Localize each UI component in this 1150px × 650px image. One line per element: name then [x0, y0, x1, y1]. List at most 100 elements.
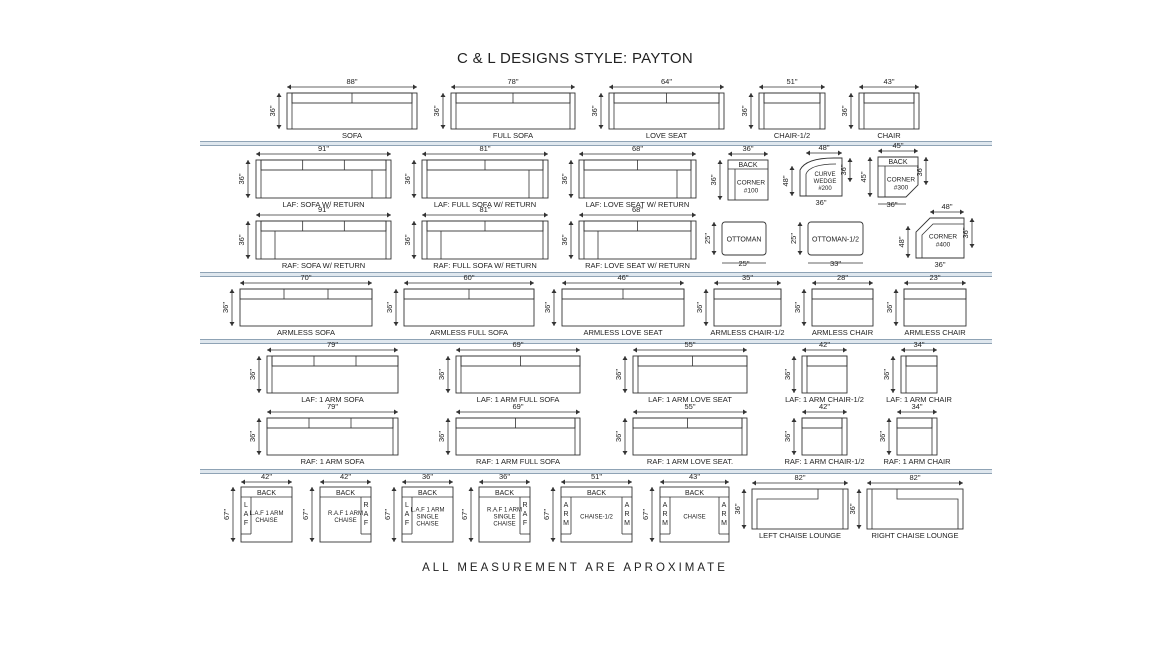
depth-label: 36"	[403, 173, 412, 184]
back-label: BACK	[495, 490, 514, 497]
chaise-outline	[401, 486, 454, 543]
piece-name: LAF: 1 ARM CHAIR	[886, 395, 952, 404]
back-label: BACK	[418, 490, 437, 497]
side-label: A	[663, 502, 668, 509]
width-label: 48"	[818, 143, 829, 152]
depth-label: 36"	[590, 105, 599, 116]
chaise-outline	[478, 486, 531, 543]
width-label: 55"	[684, 402, 695, 411]
side-label: R	[563, 511, 568, 518]
depth-label: 36"	[783, 431, 792, 442]
depth-label: 36"	[793, 302, 802, 313]
depth-label: 67"	[383, 509, 392, 520]
side-label: F	[364, 520, 368, 527]
width-label: 55"	[684, 340, 695, 349]
width-label: 69"	[512, 402, 523, 411]
chaise-label: CHAISE	[255, 518, 277, 524]
piece-name: ARMLESS CHAIR	[904, 328, 966, 337]
width-label: 81"	[479, 144, 490, 153]
depth-label: 36"	[248, 431, 257, 442]
depth-label: 36"	[733, 503, 742, 514]
sofa-outline	[632, 417, 748, 456]
piece-name: FULL SOFA	[493, 131, 533, 140]
lounge-back	[896, 489, 959, 529]
corner-outline	[915, 217, 965, 259]
sofa-outline	[266, 417, 399, 456]
depth-label: 67"	[641, 509, 650, 520]
arrowhead	[411, 221, 417, 259]
sofa-outline	[239, 288, 373, 327]
back-cushions	[713, 288, 782, 300]
piece-name: LAF: 1 ARM CHAIR-1/2	[785, 395, 864, 404]
depth-label: 25"	[789, 233, 798, 244]
piece-name: CHAIR	[877, 131, 901, 140]
piece-raf-1-arm-love-seat: 55"36"RAF: 1 ARM LOVE SEAT.	[614, 402, 748, 466]
back-cushions	[271, 355, 399, 367]
arrowhead	[728, 151, 768, 157]
width-label: 35"	[742, 273, 753, 282]
depth-label: 36"	[432, 105, 441, 116]
piece-name: CHAIR-1/2	[774, 131, 810, 140]
arrowhead	[229, 289, 235, 326]
side-label: A	[523, 511, 528, 518]
back-cushions	[260, 159, 387, 171]
width-label: 48"	[941, 202, 952, 211]
chaise-label: SINGLE	[416, 515, 438, 521]
back-cushions	[806, 355, 848, 367]
arrowhead	[886, 418, 892, 455]
piece-armless-sofa: 70"36"ARMLESS SOFA	[221, 273, 373, 337]
depth-label: 36"	[740, 105, 749, 116]
width-label: 36"	[742, 144, 753, 153]
width-label: 82"	[794, 473, 805, 482]
depth-label: 48"	[781, 175, 790, 186]
piece-armless-chair-1-2: 35"36"ARMLESS CHAIR-1/2	[695, 273, 785, 337]
back-label: BACK	[738, 162, 757, 169]
width-label: 23"	[929, 273, 940, 282]
width-label: 34"	[911, 402, 922, 411]
arrowhead	[256, 418, 262, 455]
back-label: BACK	[587, 490, 606, 497]
piece-raf-full-sofa-w-return: 81"36"RAF: FULL SOFA W/ RETURN	[403, 205, 549, 270]
width-label: 46"	[617, 273, 628, 282]
depth-label: 67"	[222, 509, 231, 520]
lounge-outline	[866, 488, 964, 530]
width-label: 69"	[512, 340, 523, 349]
piece-name: OTTOMAN	[727, 237, 762, 244]
page-title: C & L DESIGNS STYLE: PAYTON	[457, 50, 693, 67]
side-label: L	[405, 502, 409, 509]
depth-label: 36"	[237, 173, 246, 184]
bottom-label: 36"	[815, 198, 826, 207]
width-label: 81"	[479, 205, 490, 214]
width-label: 51"	[786, 77, 797, 86]
depth-label: 36"	[543, 302, 552, 313]
piece-name: RAF: 1 ARM LOVE SEAT.	[647, 457, 733, 466]
corner-back	[921, 223, 964, 258]
arrowhead	[878, 148, 918, 154]
piece-name: RAF: 1 ARM CHAIR	[883, 457, 951, 466]
piece-laf-full-sofa-w-return: 81"36"LAF: FULL SOFA W/ RETURN	[403, 144, 549, 209]
sofa-outline	[455, 355, 581, 394]
width-label: 79"	[327, 402, 338, 411]
piece-laf-1-arm-chair: 34"36"LAF: 1 ARM CHAIR	[882, 340, 953, 404]
corner-label: #300	[894, 184, 909, 191]
back-cushions	[905, 355, 938, 367]
width-label: 36"	[422, 472, 433, 481]
arrowhead	[256, 356, 262, 393]
back-cushions	[811, 288, 874, 300]
arrowhead	[748, 93, 754, 129]
depth-label: 36"	[709, 174, 718, 185]
chaise-label: CHAISE	[683, 515, 705, 521]
piece-armless-chair: 28"36"ARMLESS CHAIR	[793, 273, 874, 337]
side-label: A	[722, 502, 727, 509]
piece-raf-1-arm-sofa: 79"36"RAF: 1 ARM SOFA	[248, 402, 399, 466]
piece-laf-love-seat-w-return: 68"36"LAF: LOVE SEAT W/ RETURN	[560, 144, 697, 209]
piece-laf-1-arm-love-seat: 55"36"LAF: 1 ARM LOVE SEAT	[614, 340, 748, 404]
arrowhead	[445, 418, 451, 455]
piece-name: ARMLESS LOVE SEAT	[583, 328, 662, 337]
piece-name: LAF: 1 ARM SOFA	[301, 395, 364, 404]
depth-label: 36"	[961, 227, 970, 238]
